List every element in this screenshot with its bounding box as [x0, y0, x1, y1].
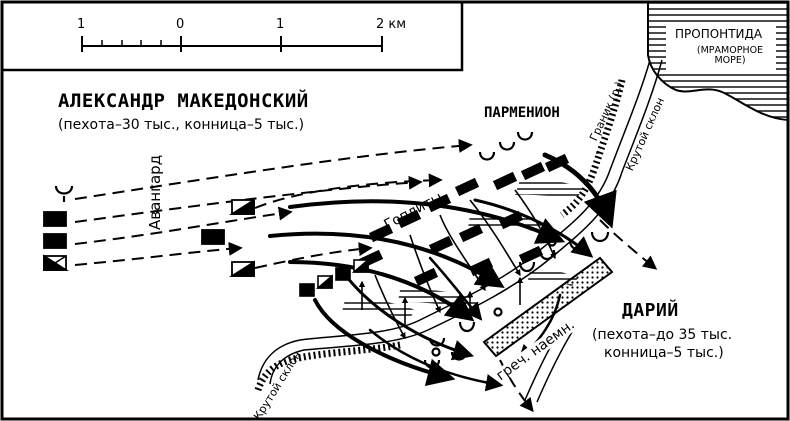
- macedonian-front-units: [299, 258, 369, 297]
- propontis-label: ПРОПОНТИДА: [675, 27, 763, 41]
- parmenion-label: ПАРМЕНИОН: [484, 105, 560, 121]
- scale-bar: [2, 2, 464, 72]
- approach-arrows: [74, 138, 658, 413]
- alexander-label: АЛЕКСАНДР МАКЕДОНСКИЙ: [58, 90, 309, 112]
- hoplite-phalanx: [358, 153, 570, 287]
- sea-area: [647, 1, 789, 122]
- cavalry-symbols: [54, 131, 610, 369]
- scale-tick-left: 1: [77, 17, 86, 32]
- scale-tick-zero: 0: [176, 17, 185, 32]
- scale-tick-one: 1: [276, 17, 285, 32]
- darius-label: ДАРИЙ: [622, 300, 679, 321]
- infantry-arrows: [358, 189, 556, 340]
- marmara-label: (МРАМОРНОЕ МОРЕ): [696, 45, 764, 66]
- darius-forces-line1: (пехота–до 35 тыс.: [592, 327, 733, 343]
- avangard-label: Авангард: [146, 154, 164, 230]
- macedonian-units: [43, 198, 255, 277]
- greek-mercenaries-block: [482, 256, 614, 358]
- darius-forces-line2: конница–5 тыс.): [604, 345, 724, 361]
- scale-tick-two: 2 км: [376, 17, 407, 32]
- alexander-forces-label: (пехота–30 тыс., конница–5 тыс.): [58, 117, 305, 133]
